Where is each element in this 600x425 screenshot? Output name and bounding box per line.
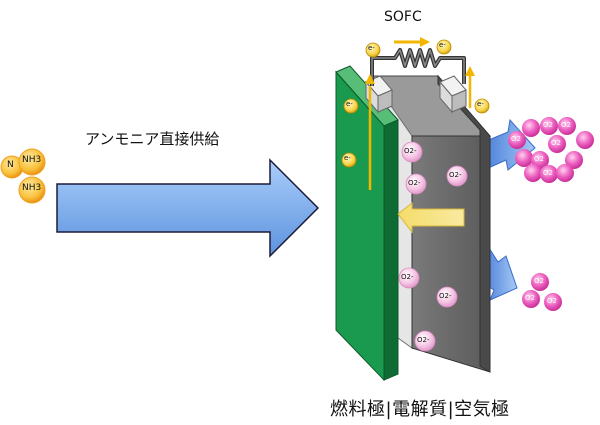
electron-label: e- [346, 100, 353, 108]
oxide-ion [446, 165, 468, 187]
nh3-label: NH3 [22, 155, 42, 165]
electron-label: e- [477, 100, 484, 108]
fuel-electrode-side [383, 119, 399, 381]
electron [474, 98, 490, 114]
hydrogen-atom [18, 176, 46, 204]
feed-arrow [56, 158, 320, 258]
oxide-ion-label: O2- [449, 171, 462, 179]
oxide-ion-label: O2- [404, 147, 417, 155]
nitrogen-label: N [7, 160, 14, 170]
oxygen-molecule-cluster [508, 117, 594, 183]
layers-label: 燃料極|電解質|空気極 [330, 399, 510, 420]
hydrogen-atom [18, 148, 46, 176]
electron-label: e- [439, 41, 446, 49]
oxygen-label: O2 [534, 155, 544, 163]
oxygen-label: O2 [543, 121, 553, 129]
electron-label: e- [344, 154, 351, 162]
electron-flow-left-arrow [365, 74, 375, 190]
oxygen-label: O2 [561, 121, 571, 129]
ammonia-molecule [0, 148, 46, 204]
oxide-ion [436, 286, 458, 308]
electron [343, 98, 359, 114]
oxide-ion-migration-arrow [397, 201, 465, 234]
electron [341, 152, 357, 168]
cathode-terminal [439, 75, 467, 114]
oxide-ion-label: O2- [439, 292, 452, 300]
oxide-ion [414, 330, 436, 352]
oxide-ion [401, 141, 423, 163]
fuel-electrode [335, 70, 385, 382]
electron [365, 42, 381, 58]
oxygen-label: O2 [534, 277, 544, 285]
oxide-ion-label: O2- [417, 336, 430, 344]
electron-label: e- [368, 44, 375, 52]
sofc-title: SOFC [384, 9, 422, 25]
oxygen-molecule-cluster-lower [522, 273, 562, 311]
air-electrode-side [437, 74, 491, 373]
feed-label: アンモニア直接供給 [85, 130, 220, 148]
oxygen-label: O2 [543, 169, 553, 177]
oxygen-label: O2 [525, 294, 535, 302]
electron-flow-right-arrow [465, 66, 475, 108]
oxygen-label: O2 [551, 139, 561, 147]
oxide-ion-label: O2- [401, 273, 414, 281]
oxygen-label: O2 [547, 297, 557, 305]
nh3-label: NH3 [22, 183, 42, 193]
electron-flow-top-arrow [394, 37, 430, 47]
oxide-ion-label: O2- [408, 179, 421, 187]
oxygen-label: O2 [511, 135, 521, 143]
oxide-ion [405, 173, 427, 195]
oxide-ion [398, 267, 420, 289]
electron [436, 39, 452, 55]
